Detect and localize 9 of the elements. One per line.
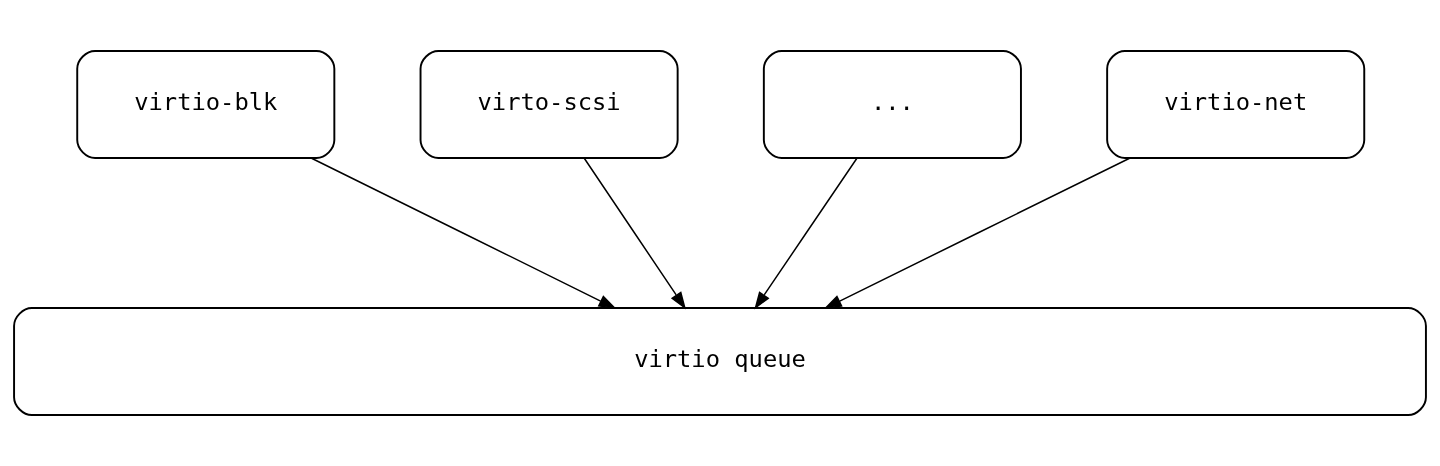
- node-box: virtio-blk: [76, 49, 336, 159]
- node-box: ...: [762, 49, 1022, 159]
- node-box: virtio queue: [13, 307, 1427, 417]
- node-box: virtio-net: [1106, 49, 1366, 159]
- arrow: [754, 157, 858, 310]
- node-box: virto-scsi: [419, 49, 679, 159]
- arrow: [583, 157, 686, 310]
- arrow: [310, 157, 617, 309]
- arrow: [823, 157, 1131, 309]
